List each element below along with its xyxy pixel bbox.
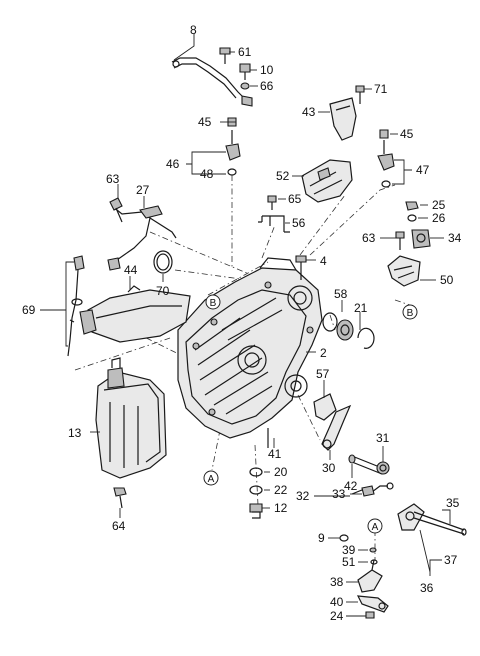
sensor-47 [377,129,395,188]
bracket-43 [329,85,365,141]
dipstick-assembly [67,255,85,357]
label-63-left: 63 [106,172,120,186]
link-40 [356,595,389,613]
label-69: 69 [22,303,36,317]
label-63-right: 63 [362,231,376,245]
bolt-63-right [395,231,405,250]
transaxle-case [177,257,323,439]
label-61: 61 [238,45,252,59]
washer-26 [407,214,417,222]
label-44: 44 [124,263,138,277]
label-45-right: 45 [400,127,414,141]
label-4: 4 [320,254,327,268]
label-36: 36 [420,581,434,595]
clip-39 [369,547,377,553]
speed-sensor-cable [107,205,177,271]
svg-text:A: A [208,474,215,485]
label-34: 34 [448,231,462,245]
oil-filter [79,285,191,343]
leader-lines [40,34,451,617]
label-56: 56 [292,216,306,230]
label-66: 66 [260,79,274,93]
svg-text:B: B [210,298,217,309]
lever-38 [357,559,383,593]
bracket-37 [397,503,425,531]
oil-pan [95,357,167,479]
seal-31 [376,461,390,475]
label-24: 24 [330,609,344,623]
snap-ring-21 [357,327,375,349]
label-40: 40 [330,595,344,609]
label-42: 42 [344,479,358,493]
nut-25 [405,201,419,211]
label-8: 8 [190,23,197,37]
label-41: 41 [268,447,282,461]
washer-9 [339,534,349,542]
label-9: 9 [318,531,325,545]
o-ring-22 [249,485,263,495]
bolt-65 [267,195,277,210]
switch-50 [387,255,421,287]
label-21: 21 [354,301,368,315]
label-48: 48 [200,167,214,181]
shaft-35 [413,511,467,536]
label-65: 65 [288,192,302,206]
label-38: 38 [330,575,344,589]
cable-33 [351,482,394,497]
ref-mark-a-right: A [367,518,383,534]
solenoid-34 [411,229,431,249]
label-64: 64 [112,519,126,533]
bolt-63-left [109,197,123,223]
label-47: 47 [416,163,430,177]
label-12: 12 [274,501,288,515]
label-37: 37 [444,553,458,567]
ref-mark-a-left: A [203,470,219,486]
label-46: 46 [166,157,180,171]
label-35: 35 [446,496,460,510]
label-13: 13 [68,426,82,440]
label-70: 70 [156,284,170,298]
label-52: 52 [276,169,290,183]
label-45-left: 45 [198,115,212,129]
label-33: 33 [332,487,346,501]
ref-mark-b-right: B [402,304,418,320]
label-32: 32 [296,489,310,503]
shaft-42 [348,454,383,475]
seal-58 [322,312,354,341]
label-30: 30 [322,461,336,475]
label-26: 26 [432,211,446,225]
part-labels: 8 61 10 66 71 43 45 46 48 45 47 52 65 56… [22,23,462,623]
label-43: 43 [302,105,316,119]
o-ring-20 [249,467,263,477]
label-31: 31 [376,431,390,445]
svg-text:A: A [372,522,379,533]
label-25: 25 [432,198,446,212]
label-39: 39 [342,543,356,557]
label-27: 27 [136,183,150,197]
label-10: 10 [260,63,274,77]
label-50: 50 [440,273,454,287]
bolts-61-10-66 [219,47,251,90]
cover-52 [301,159,353,203]
svg-text:B: B [407,308,414,319]
sensor-46 [225,117,241,176]
plug-12 [249,503,263,519]
bolt-4 [295,255,307,280]
label-58: 58 [334,287,348,301]
bracket-8 [171,57,253,107]
label-57: 57 [316,367,330,381]
ref-mark-b-top: B [205,294,221,310]
lever-30 [321,404,352,451]
bolt-64 [113,487,127,509]
seal-ring-70 [153,250,173,274]
label-2: 2 [320,346,327,360]
label-51: 51 [342,555,356,569]
label-20: 20 [274,465,288,479]
bracket-57 [313,393,337,421]
label-22: 22 [274,483,288,497]
bolt-24 [365,611,375,619]
bracket-56 [258,215,290,233]
label-71: 71 [374,82,388,96]
